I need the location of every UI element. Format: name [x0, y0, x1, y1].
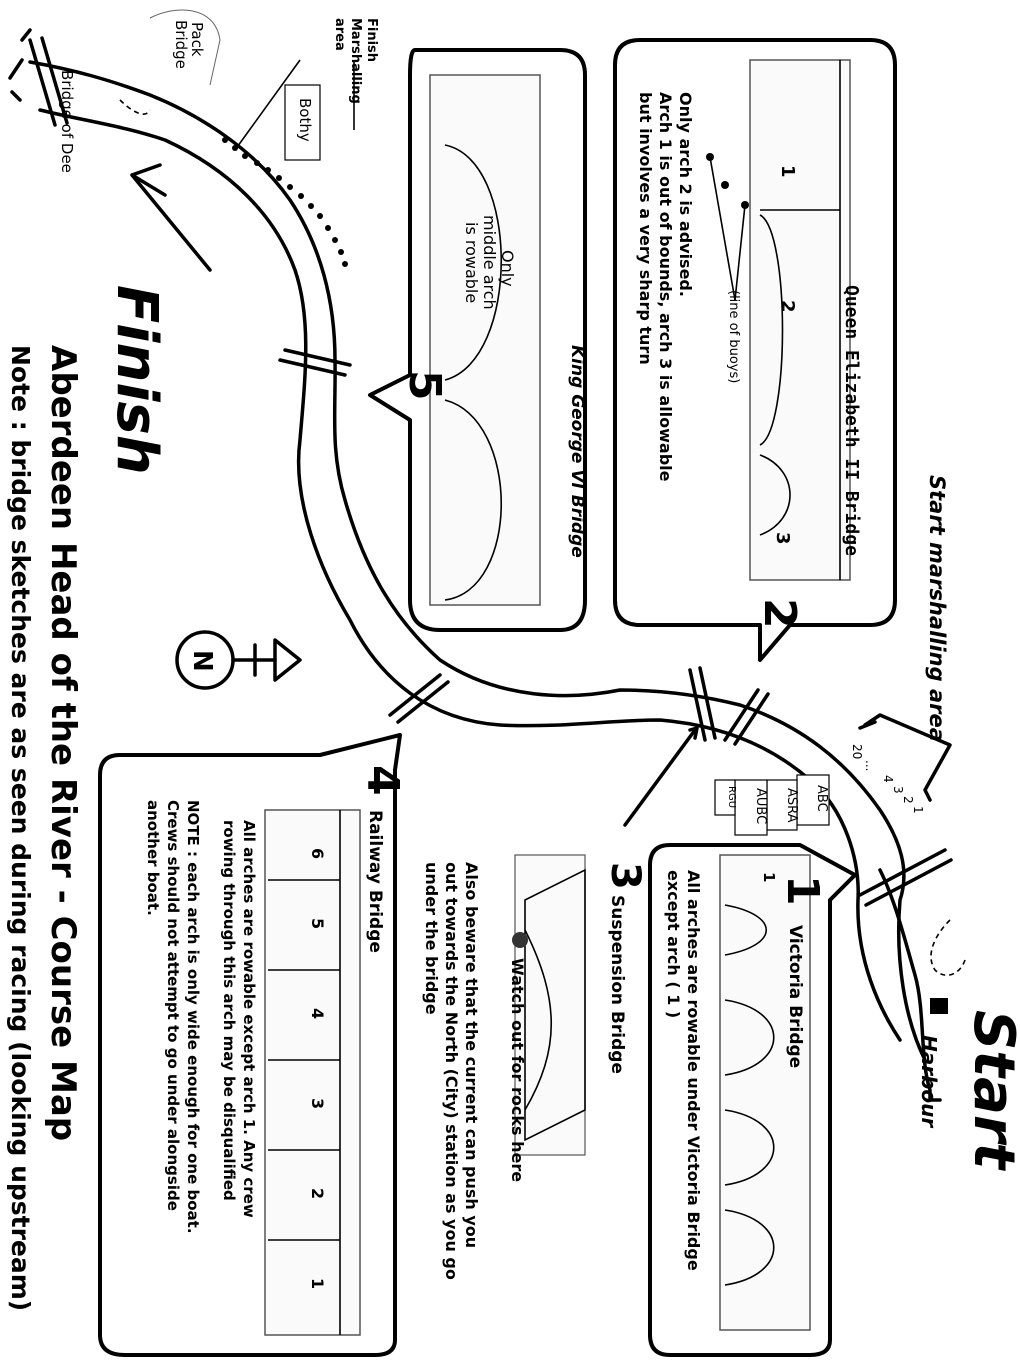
- bridge-3-text-line1: Also beware that the current can push yo…: [462, 862, 481, 1248]
- pack-bridge-line1: Pack: [188, 22, 206, 57]
- boathouse-abc: ABC: [814, 785, 829, 812]
- bridge-4-note-line3: another boat.: [144, 800, 162, 916]
- north-label: N: [187, 650, 217, 672]
- bridge-5-text: 5 King George VI Bridge Only middle arch…: [399, 215, 587, 558]
- marshalling-number-20: 20: [850, 744, 864, 759]
- bridge-5-text-line3: is rowable: [462, 222, 481, 303]
- railway-arch-1: 1: [308, 1278, 327, 1289]
- bridge-2-number: 2: [754, 598, 805, 629]
- bridge-3-text: 3 Suspension Bridge Watch out for rocks …: [422, 862, 648, 1280]
- bridge-4-text-line1: All arches are rowable except arch 1. An…: [240, 820, 258, 1218]
- marshalling-number-3: 3: [891, 786, 905, 794]
- labels: Start Finish Harbour Start marshalling a…: [6, 18, 1020, 1311]
- bridge-5-text-line2: middle arch: [480, 215, 499, 310]
- railway-arch-5: 5: [308, 918, 327, 929]
- bridge-1-number: 1: [777, 875, 828, 906]
- bridge-3-name: Suspension Bridge: [607, 895, 627, 1074]
- bridge-4-note-line2: Crews should not attempt to go under alo…: [164, 800, 182, 1211]
- bridge-2-text-line2: Arch 1 is out of bounds, arch 3 is allow…: [656, 92, 675, 482]
- bridge-1-arch-marker: 1: [760, 872, 778, 882]
- finish-label: Finish: [104, 285, 169, 475]
- bridge-5-name: King George VI Bridge: [567, 345, 587, 558]
- bridge-4-number: 4: [357, 765, 408, 796]
- bridge-5-number: 5: [399, 370, 450, 401]
- railway-arch-2: 2: [308, 1188, 327, 1199]
- boathouse-aubc: AUBC: [753, 788, 768, 824]
- bridge-3-text-line3: under the bridge: [422, 862, 441, 1015]
- river: [28, 60, 948, 1102]
- bridge-1-text-line2: except arch ( 1 ): [664, 870, 683, 1018]
- bothy-label: Bothy: [296, 98, 314, 142]
- marshalling-number-1: 1: [911, 806, 925, 814]
- bridge-2-text: 2 Queen Elizabeth II Bridge 1 2 3 (line …: [636, 92, 862, 629]
- finish-marshalling-line1: Finish: [364, 18, 379, 62]
- map-note: Note : bridge sketches are as seen durin…: [6, 345, 35, 1311]
- pack-bridge-line2: Bridge: [172, 20, 190, 69]
- finish-marshalling-dots: [222, 137, 348, 267]
- bridge-3-text-line2: out towards the North (City) station as …: [442, 862, 461, 1280]
- harbour-label: Harbour: [917, 1035, 941, 1128]
- railway-arch-6: 6: [308, 848, 327, 859]
- bridge-crossings: [8, 28, 953, 907]
- map-title: Aberdeen Head of the River - Course Map: [43, 345, 83, 1141]
- marshalling-number-2: 2: [901, 796, 915, 804]
- railway-arch-4: 4: [308, 1008, 327, 1019]
- bridge-2-name: Queen Elizabeth II Bridge: [841, 285, 862, 556]
- bridge-2-text-line1: Only arch 2 is advised.: [676, 92, 695, 297]
- bridge-2-text-line3: but involves a very sharp turn: [636, 92, 655, 365]
- bridge-5-text-line1: Only: [498, 250, 517, 287]
- bridge-1-name: Victoria Bridge: [785, 925, 805, 1068]
- bridge-4-note-line1: NOTE : each arch is only wide enough for…: [184, 800, 202, 1234]
- start-marshalling-label: Start marshalling area: [925, 475, 949, 742]
- bridge-4-name: Railway Bridge: [365, 810, 385, 953]
- finish-marshalling-line3: area: [332, 18, 347, 51]
- bridge-3-number: 3: [602, 862, 648, 890]
- marshalling-number-ellipsis: ...: [863, 760, 877, 771]
- bridge-1-text-line1: All arches are rowable under Victoria Br…: [684, 870, 703, 1271]
- bridge-2-arch-1: 1: [777, 165, 798, 178]
- marshalling-number-4: 4: [881, 775, 895, 783]
- railway-arch-3: 3: [308, 1098, 327, 1109]
- boathouse-rgu: RGU: [726, 786, 737, 808]
- start-label: Start: [961, 1010, 1020, 1172]
- boathouse-asra: ASRA: [784, 788, 799, 823]
- bridge-4-text-line2: rowing through this arch may be disquali…: [220, 820, 238, 1201]
- bridge-1-text: 1 Victoria Bridge All arches are rowable…: [664, 870, 828, 1271]
- bridge-4-text: 4 Railway Bridge 6 5 4 3 2 1 All arches …: [144, 765, 408, 1289]
- north-arrow: [175, 630, 302, 690]
- bridge-2-arch-3: 3: [772, 532, 793, 545]
- harbour-marker: [930, 998, 948, 1014]
- bridge-2-buoys: (line of buoys): [726, 290, 741, 383]
- bridge-3-rocks: Watch out for rocks here: [508, 958, 527, 1182]
- bridge-of-dee-label: Bridge of Dee: [58, 70, 76, 173]
- finish-marshalling-line2: Marshalling: [348, 18, 363, 104]
- railway-piers: [268, 879, 340, 1241]
- bridge-2-arch-2: 2: [777, 300, 798, 313]
- suspension-bridge-sketch: [512, 854, 586, 1156]
